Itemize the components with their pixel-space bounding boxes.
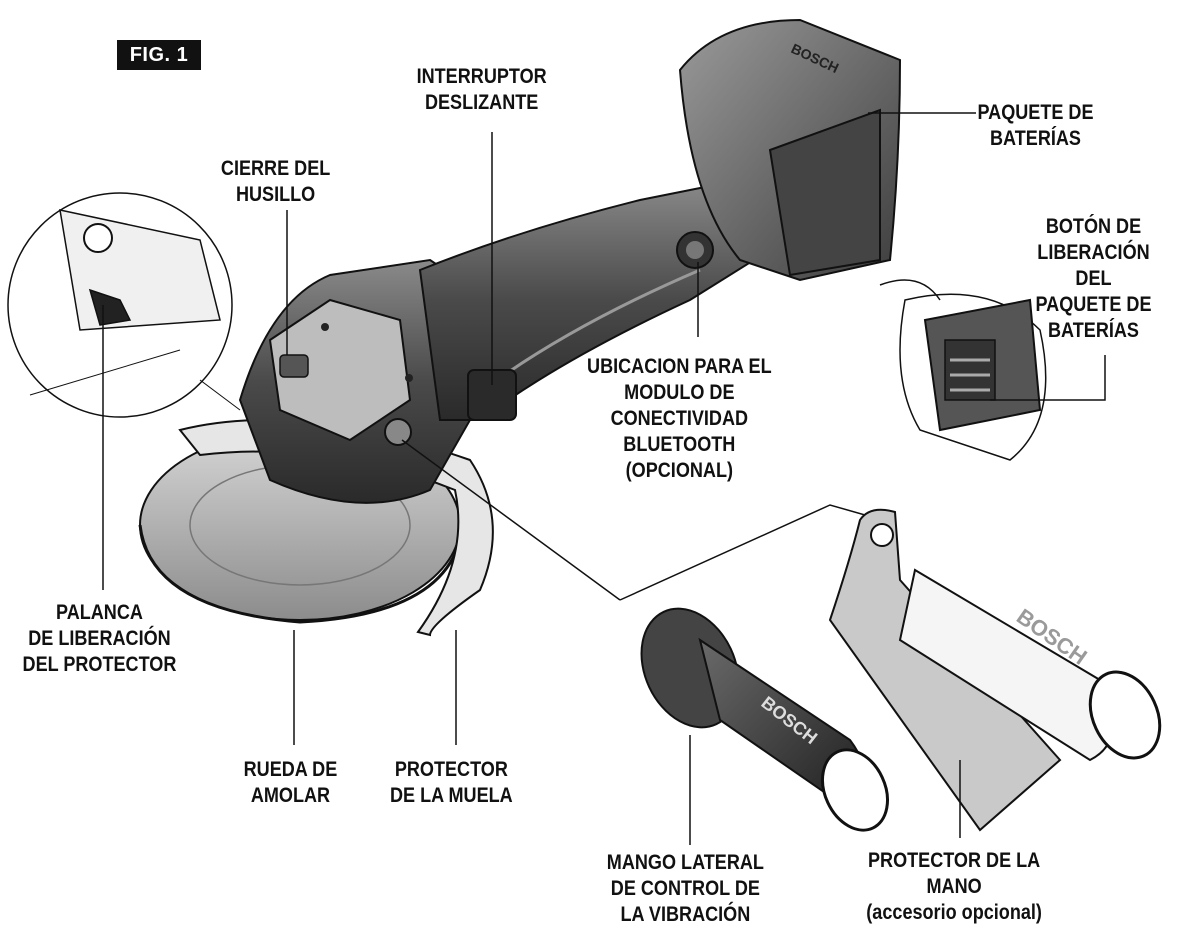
label-line: DE CONTROL DE	[610, 877, 760, 900]
label-interruptor-deslizante: INTERRUPTOR DESLIZANTE	[417, 64, 547, 116]
leader-accessory	[619, 504, 866, 601]
motor-housing	[418, 178, 772, 421]
leader-handle-axis	[401, 439, 621, 601]
label-line: PROTECTOR	[394, 758, 508, 781]
label-line: PROTECTOR DE LA	[867, 849, 1041, 872]
label-protector-de-la-mano: PROTECTOR DE LA MANO (accesorio opcional…	[866, 848, 1042, 926]
label-line: INTERRUPTOR	[416, 65, 547, 88]
leader-lines	[102, 112, 1106, 845]
label-line: LIBERACIÓN	[1037, 241, 1150, 264]
label-line: PAQUETE DE	[977, 101, 1094, 124]
detail-battery-button	[879, 279, 1047, 461]
label-mango-lateral: MANGO LATERAL DE CONTROL DE LA VIBRACIÓN	[607, 850, 764, 928]
label-line: UBICACION PARA EL	[587, 355, 772, 378]
hand-guard: BOSCH	[828, 508, 1162, 832]
label-protector-de-la-muela: PROTECTOR DE LA MUELA	[390, 757, 513, 809]
label-line: DEL PROTECTOR	[22, 653, 177, 676]
label-line: PAQUETE DE	[1035, 293, 1152, 316]
label-line: DE LIBERACIÓN	[28, 627, 171, 650]
side-handle-socket	[384, 418, 412, 446]
label-line: (accesorio opcional)	[866, 901, 1042, 924]
label-line: DESLIZANTE	[424, 91, 539, 114]
figure-badge: FIG. 1	[117, 40, 201, 70]
label-line: BATERÍAS	[989, 127, 1081, 150]
label-boton-liberacion-bateria: BOTÓN DE LIBERACIÓN DEL PAQUETE DE BATER…	[1035, 214, 1151, 344]
label-line: HUSILLO	[235, 183, 316, 206]
detail-guard-lever	[7, 192, 241, 418]
spindle-lock-button	[279, 354, 309, 378]
label-ubicacion-modulo-bluetooth: UBICACION PARA EL MODULO DE CONECTIVIDAD…	[587, 354, 772, 484]
label-cierre-del-husillo: CIERRE DEL HUSILLO	[221, 156, 330, 208]
label-line: BLUETOOTH	[623, 433, 736, 456]
label-palanca-liberacion-protector: PALANCA DE LIBERACIÓN DEL PROTECTOR	[23, 600, 177, 678]
label-line: CONECTIVIDAD	[610, 407, 749, 430]
label-line: PALANCA	[55, 601, 143, 624]
label-line: MODULO DE	[624, 381, 735, 404]
label-line: (OPCIONAL)	[625, 459, 734, 482]
gear-head	[238, 258, 473, 504]
label-line: RUEDA DE	[243, 758, 338, 781]
label-line: LA VIBRACIÓN	[620, 903, 751, 926]
leader-boton	[990, 355, 1106, 401]
label-line: AMOLAR	[250, 784, 331, 807]
label-line: DEL	[1075, 267, 1112, 290]
label-paquete-de-baterias: PAQUETE DE BATERÍAS	[977, 100, 1093, 152]
battery-pack: BOSCH	[678, 18, 902, 282]
label-line: MANO	[926, 875, 982, 898]
label-rueda-de-amolar: RUEDA DE AMOLAR	[244, 757, 338, 809]
side-handle: BOSCH	[640, 607, 889, 832]
label-line: MANGO LATERAL	[606, 851, 764, 874]
label-line: CIERRE DEL	[220, 157, 331, 180]
label-line: BATERÍAS	[1047, 319, 1139, 342]
label-line: DE LA MUELA	[389, 784, 513, 807]
label-line: BOTÓN DE	[1045, 215, 1142, 238]
